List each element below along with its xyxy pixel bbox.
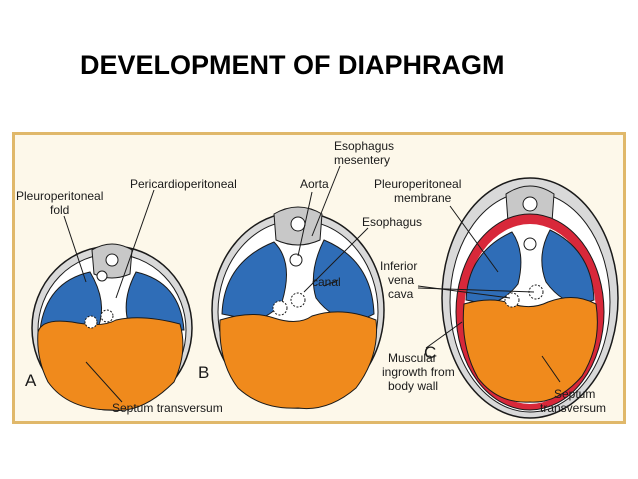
panel-b-vena-cava [290,292,306,308]
panel-a-aorta [96,270,108,282]
panel-b-esophagus [272,300,288,316]
panel-b: B [198,206,385,410]
label-muscular-ingrowth-line3: body wall [388,379,438,393]
label-pleuroperitoneal-fold-line1: Pleuroperitoneal [16,189,103,203]
label-muscular-ingrowth-line1: Muscular [388,351,437,365]
panel-b-pleural-cavity-left [221,241,287,321]
label-pericardioperitoneal: Pericardioperitoneal [130,177,237,191]
panel-a: A [25,243,193,411]
panel-a-esophagus [84,315,98,329]
panel-b-aorta [289,253,303,267]
panel-c-spinal-cord [522,196,538,212]
label-inferior-vena-cava-line1: Inferior [380,259,417,273]
label-canal: canal [312,275,341,289]
label-esophagus-mesentery-line1: Esophagus [334,139,394,153]
panel-b-letter: B [198,363,209,382]
label-pleuroperitoneal-membrane-line2: membrane [394,191,452,205]
label-pleuroperitoneal-membrane-line1: Pleuroperitoneal [374,177,461,191]
label-inferior-vena-cava-line3: cava [388,287,414,301]
panel-c: C [424,177,619,419]
label-septum-transversum-c-line1: Septum [554,387,595,401]
label-esophagus: Esophagus [362,215,422,229]
panel-a-spinal-cord [105,253,119,267]
diaphragm-diagram: A B C [12,132,626,424]
label-pleuroperitoneal-fold-line2: fold [50,203,69,217]
panel-c-esophagus [504,292,520,308]
label-esophagus-mesentery-line2: mesentery [334,153,390,167]
leader-lines [63,165,561,403]
slide-title: DEVELOPMENT OF DIAPHRAGM [80,50,505,80]
label-inferior-vena-cava-line2: vena [388,273,414,287]
diaphragm-figure: A B C [12,132,626,424]
panel-b-septum-transversum [219,311,378,410]
label-muscular-ingrowth-line2: ingrowth from [382,365,455,379]
label-septum-transversum-a: Septum transversum [112,401,223,415]
panel-c-septum-transversum [462,297,598,403]
label-septum-transversum-c-line2: transversum [540,401,606,415]
panel-c-pleural-cavity-left [465,231,522,305]
label-aorta: Aorta [300,177,329,191]
panel-b-spinal-cord [290,216,306,232]
panel-c-aorta [523,237,537,251]
panel-a-vena-cava [100,309,114,323]
panel-a-letter: A [25,371,37,390]
panel-a-septum-transversum [37,317,184,411]
